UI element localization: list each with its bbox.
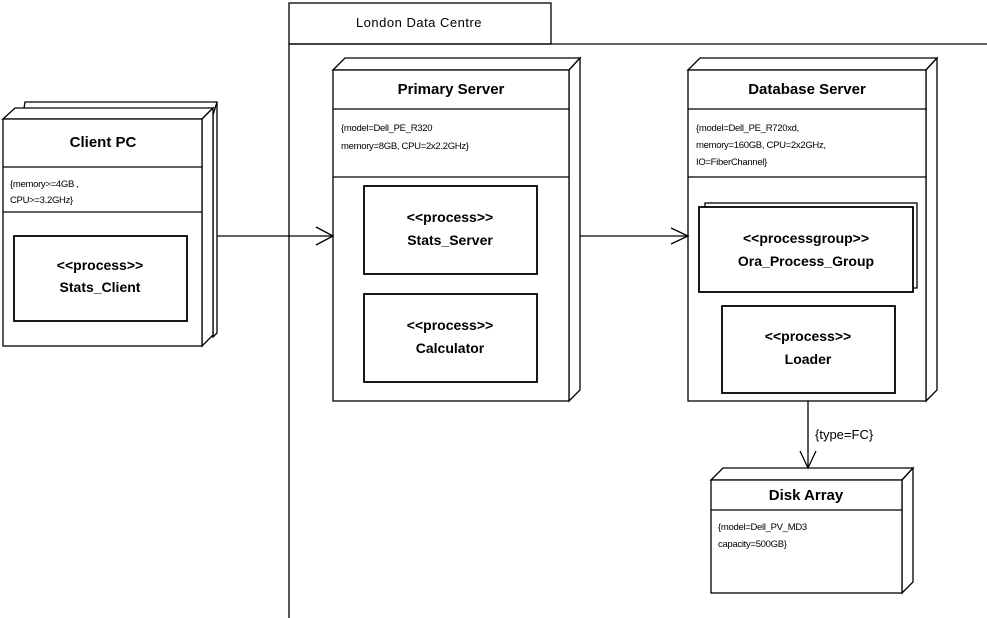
primary-server-attr-1: {model=Dell_PE_R320 [341, 123, 432, 134]
frame-tab [288, 2, 552, 45]
component-stats-client[interactable] [13, 235, 188, 322]
client-pc-attr-1: {memory>=4GB , [10, 179, 79, 190]
stats-server-stereotype: <<process>> [407, 209, 493, 225]
connection-client-to-primary[interactable] [217, 226, 335, 246]
data-centre-frame [288, 2, 987, 618]
disk-array-side-face [901, 466, 914, 595]
disk-array-front [710, 479, 903, 594]
component-calculator[interactable] [363, 293, 538, 383]
node-client-pc[interactable] [1, 101, 218, 348]
disk-array-top-face [709, 467, 915, 481]
primary-server-title: Primary Server [398, 81, 505, 98]
disk-array-attr-2: capacity=500GB} [718, 539, 787, 550]
loader-name: Loader [785, 351, 832, 367]
stats-client-stereotype: <<process>> [57, 257, 143, 273]
primary-server-side-face [568, 56, 581, 403]
node-primary-server[interactable] [331, 56, 582, 403]
disk-array-title: Disk Array [769, 487, 844, 504]
stats-client-name: Stats_Client [60, 279, 141, 295]
client-pc-top-face [1, 107, 215, 120]
calculator-name: Calculator [416, 340, 485, 356]
component-stats-server[interactable] [363, 185, 538, 275]
client-pc-side-face [201, 106, 214, 348]
component-loader[interactable] [721, 305, 896, 394]
calculator-stereotype: <<process>> [407, 317, 493, 333]
database-server-attr-3: IO=FiberChannel} [696, 157, 767, 168]
disk-array-attr-1: {model=Dell_PV_MD3 [718, 522, 807, 533]
database-server-side-face [925, 56, 938, 403]
connection-primary-to-database[interactable] [580, 227, 690, 245]
connection-type-label: {type=FC} [815, 427, 874, 442]
database-server-top-face [686, 57, 939, 71]
loader-stereotype: <<process>> [765, 328, 851, 344]
database-server-title: Database Server [748, 81, 866, 98]
database-server-attr-1: {model=Dell_PE_R720xd, [696, 123, 799, 134]
primary-server-top-face [331, 57, 582, 71]
ora-process-group-stereotype: <<processgroup>> [743, 230, 869, 246]
client-pc-title: Client PC [70, 134, 137, 151]
node-database-server[interactable] [686, 56, 939, 403]
ora-process-group-name: Ora_Process_Group [738, 253, 874, 269]
node-disk-array[interactable] [709, 466, 915, 595]
stats-server-name: Stats_Server [407, 232, 493, 248]
frame-title: London Data Centre [356, 15, 482, 30]
database-server-attr-2: memory=160GB, CPU=2x2GHz, [696, 140, 826, 151]
component-ora-process-group[interactable] [698, 206, 914, 293]
client-pc-attr-2: CPU>=3.2GHz} [10, 195, 73, 206]
connection-database-to-disk[interactable] [799, 401, 817, 470]
primary-server-attr-2: memory=8GB, CPU=2x2.2GHz} [341, 141, 469, 152]
